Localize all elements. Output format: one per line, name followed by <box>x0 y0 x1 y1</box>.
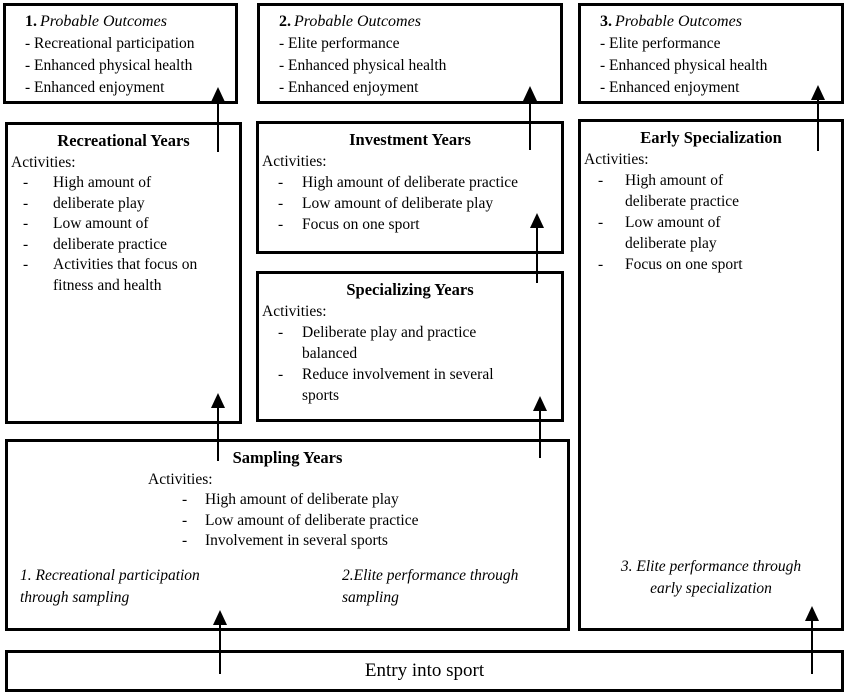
up-arrow-specializing-to-investment-icon <box>530 213 544 283</box>
bullet-dash: - <box>598 214 604 231</box>
bullet-dash: - <box>278 174 284 191</box>
probable-outcomes-box-1: 1.Probable Outcomes - Recreational parti… <box>3 3 238 104</box>
outcome-number: 1. <box>25 13 37 30</box>
bullet-item: -High amount of deliberate play <box>8 490 567 511</box>
outcome-item: - Enhanced enjoyment <box>25 79 165 96</box>
probable-outcomes-box-3: 3.Probable Outcomes - Elite performance … <box>578 3 844 104</box>
bullet-item: -deliberate play <box>8 194 239 215</box>
arrow-shaft <box>216 402 220 461</box>
bullet-item: -Focus on one sport <box>259 214 561 235</box>
outcome-number: 2. <box>279 13 291 30</box>
stage-title: Recreational Years <box>57 131 190 150</box>
outcome-item: - Enhanced enjoyment <box>279 79 419 96</box>
arrow-shaft <box>216 96 220 152</box>
bullet-dash: - <box>278 216 284 233</box>
bullet-item: -High amount of deliberate practice <box>581 170 841 212</box>
bullet-dash: - <box>23 256 29 273</box>
bullet-dash: - <box>182 491 188 508</box>
bullet-dash: - <box>23 174 29 191</box>
arrow-shaft <box>535 222 539 283</box>
bullet-dash: - <box>23 215 29 232</box>
outcome-item: - Enhanced physical health <box>600 57 768 74</box>
arrowhead-icon <box>811 85 825 100</box>
bullet-dash: - <box>278 195 284 212</box>
up-arrow-early-to-outcome3-icon <box>811 85 825 151</box>
bullet-dash: - <box>598 256 604 273</box>
outcome-item: - Elite performance <box>279 35 400 52</box>
bullet-dash: - <box>23 235 29 253</box>
bullet-item: -Low amount of deliberate practice <box>8 511 567 532</box>
outcome-item: - Elite performance <box>600 35 721 52</box>
arrowhead-icon <box>805 606 819 621</box>
outcome-heading: 1.Probable Outcomes <box>25 11 235 33</box>
pathway-label-1: 1. Recreational participation through sa… <box>20 567 200 606</box>
activities-label: Activities: <box>148 471 213 488</box>
bullet-item: -Low amount of deliberate play <box>259 193 561 214</box>
up-arrow-sampling-to-recreational-icon <box>211 393 225 461</box>
outcome-item: - Recreational participation <box>25 35 195 52</box>
outcome-number: 3. <box>600 13 612 30</box>
outcome-item: - Enhanced physical health <box>279 57 447 74</box>
up-arrow-investment-to-outcome2-icon <box>523 86 537 150</box>
outcome-heading-text: Probable Outcomes <box>615 13 742 30</box>
entry-into-sport-box: Entry into sport <box>5 650 844 692</box>
bullet-dash: - <box>278 324 284 341</box>
bullet-item: -Deliberate play and practice balanced <box>259 322 561 364</box>
stage-title: Sampling Years <box>232 448 343 467</box>
bullet-item: -Low amount of <box>8 214 239 235</box>
up-arrow-entry-to-early-icon <box>805 606 819 674</box>
bullet-dash: - <box>23 194 29 212</box>
arrow-shaft <box>810 615 814 674</box>
bullet-item: -Activities that focus on fitness and he… <box>8 255 239 296</box>
outcome-heading: 2.Probable Outcomes <box>279 11 560 33</box>
recreational-years-box: Recreational Years Activities: -High amo… <box>5 122 242 424</box>
stage-title: Early Specialization <box>640 128 782 147</box>
outcome-heading-text: Probable Outcomes <box>40 13 167 30</box>
specializing-years-box: Specializing Years Activities: -Delibera… <box>256 271 564 422</box>
activities-label: Activities: <box>262 303 327 320</box>
up-arrow-entry-to-sampling-icon <box>213 610 227 674</box>
sampling-years-box: Sampling Years Activities: -High amount … <box>5 439 570 631</box>
outcome-item: - Enhanced enjoyment <box>600 79 740 96</box>
bullet-dash: - <box>182 511 188 529</box>
arrow-shaft <box>816 94 820 151</box>
bullet-dash: - <box>598 172 604 189</box>
pathway-label-3: 3. Elite performance through early speci… <box>620 558 802 597</box>
bullet-item: -deliberate practice <box>8 235 239 256</box>
activities-label: Activities: <box>584 151 649 168</box>
arrowhead-icon <box>211 87 225 102</box>
bullet-item: -Low amount of deliberate play <box>581 212 841 254</box>
bullet-dash: - <box>278 366 284 383</box>
stage-title: Investment Years <box>349 130 471 149</box>
arrowhead-icon <box>211 393 225 408</box>
bullet-item: -High amount of deliberate practice <box>259 172 561 193</box>
bullet-item: -Reduce involvement in several sports <box>259 364 561 406</box>
entry-label: Entry into sport <box>364 660 485 681</box>
bullet-item: -Involvement in several sports <box>8 531 567 552</box>
arrow-shaft <box>218 619 222 674</box>
arrowhead-icon <box>530 213 544 228</box>
investment-years-box: Investment Years Activities: -High amoun… <box>256 121 564 254</box>
pathway-label-2: 2.Elite performance through sampling <box>342 567 519 606</box>
activities-label: Activities: <box>262 153 327 170</box>
bullet-item: -High amount of <box>8 173 239 194</box>
bullet-dash: - <box>182 532 188 549</box>
arrowhead-icon <box>213 610 227 625</box>
up-arrow-sampling-to-specializing-icon <box>533 396 547 458</box>
up-arrow-recreational-to-outcome1-icon <box>211 87 225 152</box>
bullet-item: -Focus on one sport <box>581 254 841 275</box>
outcome-heading: 3.Probable Outcomes <box>600 11 841 33</box>
probable-outcomes-box-2: 2.Probable Outcomes - Elite performance … <box>257 3 563 104</box>
outcome-item: - Enhanced physical health <box>25 57 193 74</box>
arrowhead-icon <box>533 396 547 411</box>
stage-title: Specializing Years <box>346 280 474 299</box>
arrow-shaft <box>538 405 542 458</box>
activities-label: Activities: <box>11 154 76 171</box>
arrow-shaft <box>528 95 532 150</box>
early-specialization-box: Early Specialization Activities: -High a… <box>578 119 844 631</box>
arrowhead-icon <box>523 86 537 101</box>
outcome-heading-text: Probable Outcomes <box>294 13 421 30</box>
